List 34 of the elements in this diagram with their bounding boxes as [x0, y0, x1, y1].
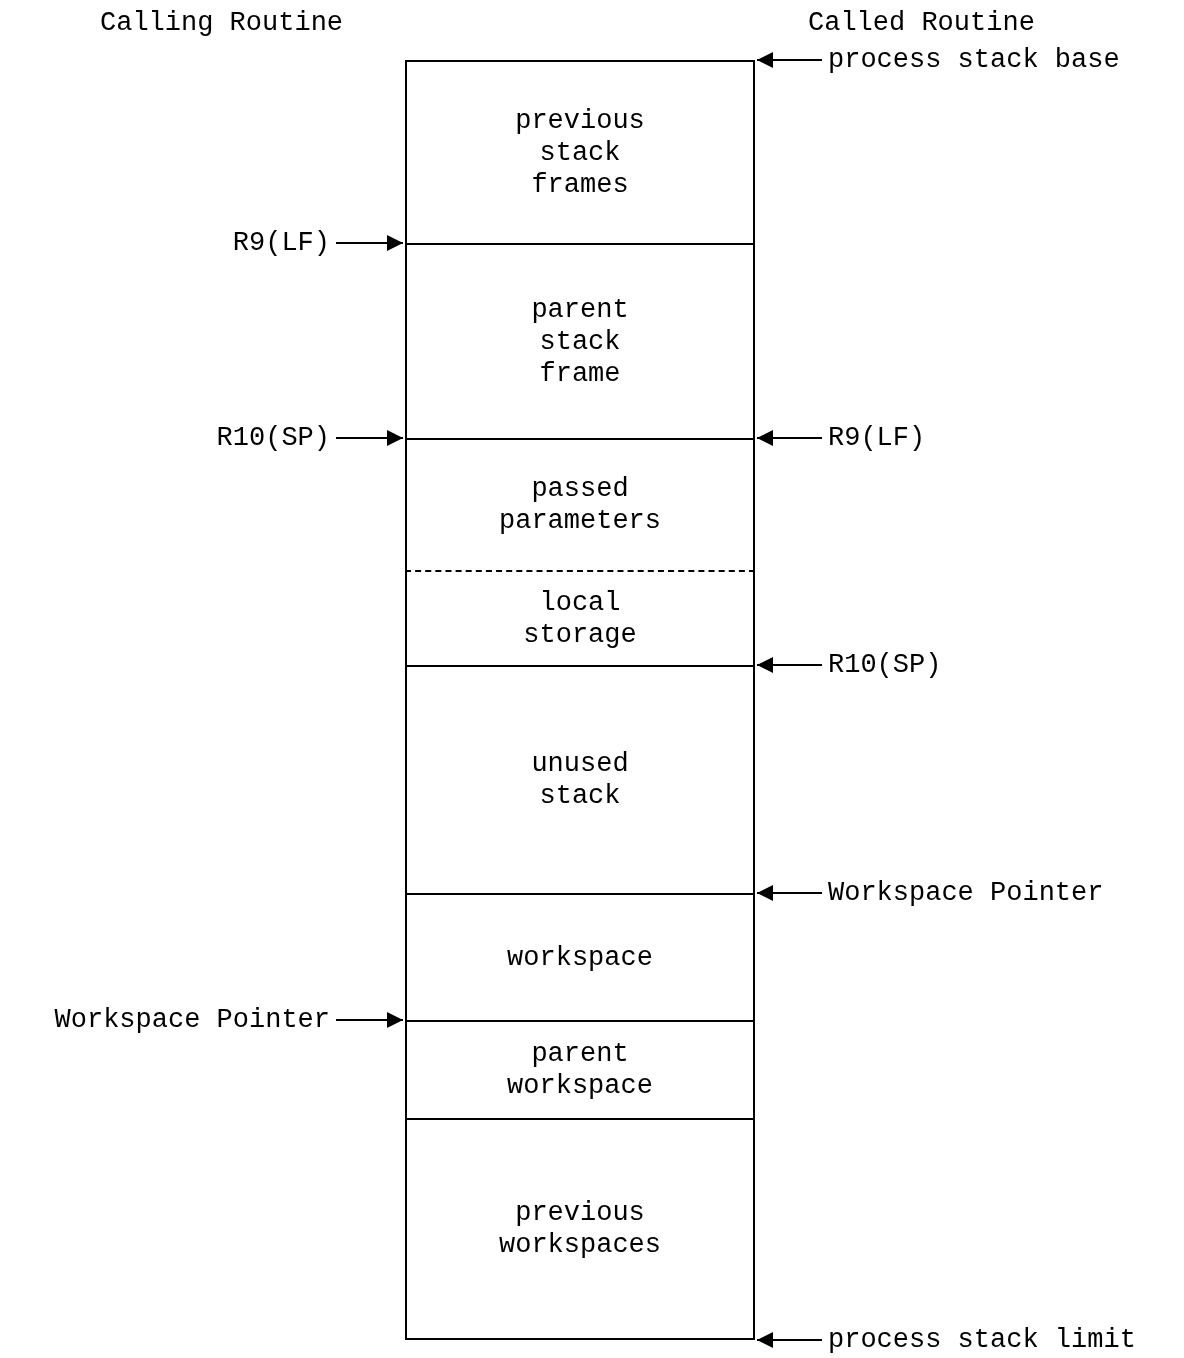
- segment-label: parent stack frame: [530, 293, 630, 390]
- pointer-label: R10(SP): [216, 423, 330, 453]
- pointer-label: Workspace Pointer: [828, 878, 1104, 908]
- pointer-label: Workspace Pointer: [54, 1005, 330, 1035]
- stack-segment: [405, 1118, 755, 1340]
- arrow: [756, 52, 823, 68]
- arrow: [756, 1332, 823, 1348]
- column-heading: Called Routine: [808, 8, 1035, 38]
- segment-label: passed parameters: [498, 473, 662, 537]
- arrow: [335, 1012, 404, 1028]
- stack-segment: [405, 60, 755, 243]
- segment-label: previous stack frames: [514, 104, 646, 201]
- stack-segment: [405, 570, 755, 665]
- segment-label: previous workspaces: [498, 1197, 662, 1261]
- pointer-label: R9(LF): [828, 423, 926, 453]
- arrow: [756, 657, 823, 673]
- arrow: [335, 235, 404, 251]
- arrow: [335, 430, 404, 446]
- pointer-label: R9(LF): [232, 228, 330, 258]
- arrow: [756, 430, 823, 446]
- segment-label: parent workspace: [506, 1038, 654, 1102]
- segment-label: workspace: [506, 941, 654, 974]
- stack-segment: [405, 893, 755, 1020]
- pointer-label: R10(SP): [828, 650, 942, 680]
- stack-segment: [405, 665, 755, 893]
- pointer-label: process stack base: [828, 45, 1120, 75]
- segment-label: local storage: [522, 586, 638, 651]
- arrow: [756, 885, 823, 901]
- segment-label: unused stack: [530, 748, 630, 812]
- stack-segment: [405, 438, 755, 570]
- stack-segment: [405, 1020, 755, 1118]
- stack-segment: [405, 243, 755, 438]
- pointer-label: process stack limit: [828, 1325, 1136, 1355]
- column-heading: Calling Routine: [100, 8, 344, 38]
